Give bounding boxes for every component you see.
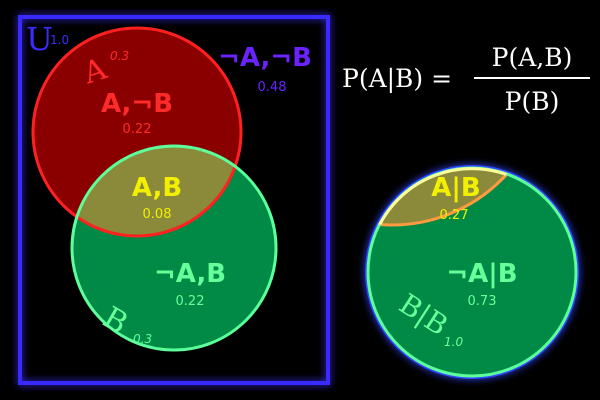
region-not-a-b-value: 0.22: [176, 294, 205, 309]
region-a-not-b-value: 0.22: [123, 122, 152, 137]
region-a-not-b-label: A,¬B: [101, 89, 173, 119]
formula-denominator: P(B): [505, 87, 560, 116]
region-not-a-not-b-value: 0.48: [258, 80, 287, 95]
set-a-outline: [31, 26, 243, 238]
region-a-and-b-label: A,B: [132, 173, 182, 203]
conditional-a-edge: [368, 168, 549, 227]
universe-value: 1.0: [50, 33, 69, 47]
region-not-a-b-label: ¬A,B: [154, 259, 226, 289]
region-not-a-not-b-label: ¬A,¬B: [218, 43, 312, 73]
cond-set-value: 1.0: [444, 335, 463, 349]
universe-label: U: [26, 20, 53, 58]
set-a-value: 0.3: [110, 49, 129, 63]
set-b-outline: [70, 144, 278, 352]
conditional-top-edge: [370, 167, 529, 225]
formula-numerator: P(A,B): [492, 43, 573, 72]
universe-border: [18, 15, 330, 385]
cond-not-a-given-b-value: 0.73: [468, 294, 497, 309]
set-b-value: 0.3: [133, 332, 152, 346]
region-a-and-b-value: 0.08: [143, 207, 172, 222]
cond-a-given-b-label: A|B: [431, 173, 480, 203]
cond-not-a-given-b-label: ¬A|B: [446, 259, 517, 289]
cond-a-given-b-value: 0.27: [440, 208, 469, 223]
formula-lhs: P(A|B) =: [342, 64, 452, 94]
